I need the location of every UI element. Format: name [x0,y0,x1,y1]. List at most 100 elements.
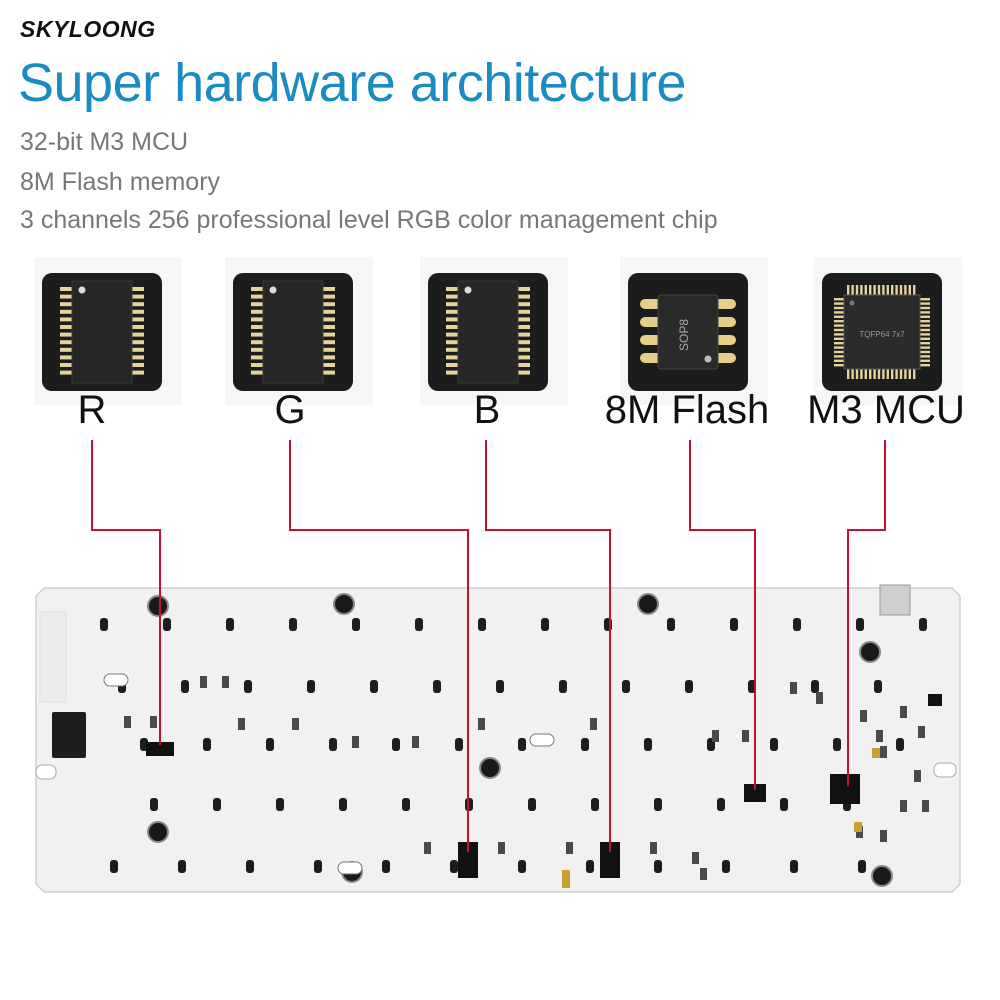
chip-pin [640,335,662,345]
chip-pin [864,285,867,295]
switch-hole [717,798,725,811]
chip-pin [251,302,263,307]
chip-pin [886,369,889,379]
chip-pin [132,317,144,322]
switch-hole [856,618,864,631]
switch-hole [289,618,297,631]
feature-mcu: 32-bit M3 MCU [20,128,189,156]
smd-component [124,716,131,728]
chip-pin [920,324,930,327]
switch-hole [843,798,851,811]
chip-pin [60,340,72,345]
chip-pin [323,302,335,307]
mounting-hole [479,757,501,779]
switch-hole [402,798,410,811]
chip-pin [714,299,736,309]
chip-pin [913,285,916,295]
chip-pin [446,325,458,329]
chip-body [457,280,519,384]
chip-pin [891,285,894,295]
chip-pin [446,340,458,345]
chip-pin [834,328,844,332]
chip-pin [251,309,263,314]
switch-hole [178,860,186,873]
chip-card-flash: SOP8 [620,257,768,405]
connector-line-r [91,440,161,745]
chip-pin [920,350,930,354]
connector-line-mcu [847,440,886,786]
rgb-driver-chip-image [233,273,353,391]
chip-pin [323,325,335,329]
switch-hole [382,860,390,873]
switch-hole [667,618,675,631]
smd-component [412,736,419,748]
chip-pin [899,369,903,379]
chip-pin [855,285,859,295]
page-title: Super hardware architecture [18,53,686,113]
smd-component [692,852,699,864]
smd-component [150,716,157,728]
switch-hole [730,618,738,631]
smd-component [700,868,707,880]
chip-pin [904,369,907,379]
chip-pin [860,285,863,295]
switch-hole [244,680,252,693]
rgb-driver-chip-image [42,273,162,391]
switch-hole [559,680,567,693]
chip-pin [446,370,458,375]
stabilizer-slot [529,733,555,747]
pin1-dot [78,286,86,294]
switch-hole [203,738,211,751]
chip-pin [323,294,335,299]
chip-pin [323,355,335,360]
connector-line-b [485,440,611,852]
smd-component [880,746,887,758]
chip-pin [834,364,844,367]
smd-component [562,870,570,888]
switch-hole [770,738,778,751]
switch-hole [163,618,171,631]
sop8-chip-graphic: SOP8 [640,294,736,370]
soic-chip-graphic [60,280,144,384]
smd-component [650,842,657,854]
chip-pin [323,287,335,291]
chip-pin [251,332,263,337]
chip-pin [518,325,530,329]
chip-pin [920,355,930,358]
switch-hole [780,798,788,811]
smd-component [922,800,929,812]
switch-hole [118,680,126,693]
chip-pin [899,285,903,295]
chip-pin [877,369,881,379]
chip-pin [714,335,736,345]
chip-card-mcu: TQFP64 7x7 [814,257,962,405]
chip-pin [446,355,458,360]
mcu-chip-image: TQFP64 7x7 [822,273,942,391]
chip-pin [834,306,844,310]
chip-pin [895,285,898,295]
smd-component [928,694,942,706]
connector-lines [91,440,886,852]
chip-pin [904,285,907,295]
chip-pin [132,325,144,329]
chip-pin [860,369,863,379]
chip-pin [913,369,916,379]
mounting-hole [147,595,169,617]
switch-hole [110,860,118,873]
switch-hole [415,618,423,631]
chip-pin [446,309,458,314]
chip-pin [864,369,867,379]
chip-pin [640,353,662,363]
chip-label-flash: 8M Flash [604,388,770,432]
switch-hole [329,738,337,751]
pcb-onboard-chip-b [600,842,620,878]
switch-hole [644,738,652,751]
switch-hole [811,680,819,693]
chip-pin [834,302,844,305]
switch-hole [352,618,360,631]
chip-pin [834,359,844,362]
chip-pin [446,287,458,291]
smd-component [238,718,245,730]
smd-component [860,710,867,722]
chip-pin [60,363,72,367]
